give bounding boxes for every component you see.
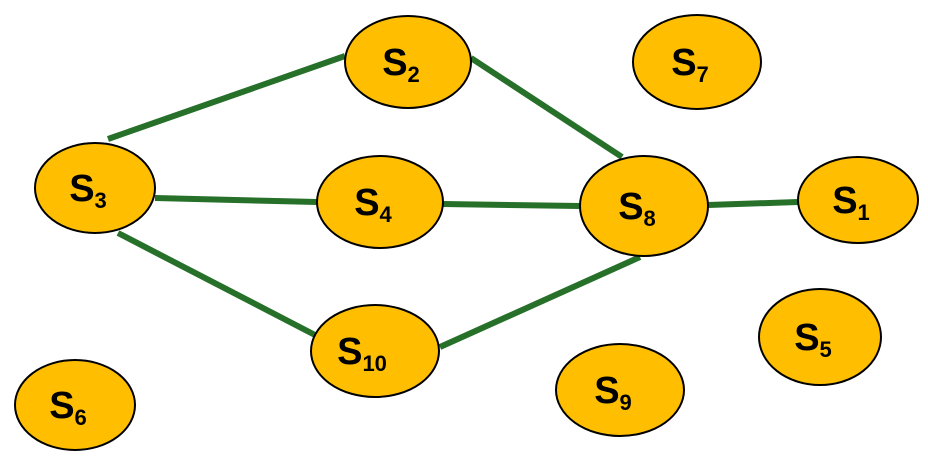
node-s2-label: S2	[382, 42, 420, 87]
node-s6-label: S6	[49, 385, 87, 430]
edge-s2-s8	[469, 55, 624, 160]
node-s8-shape	[579, 155, 709, 257]
node-s2-subscript: 2	[408, 62, 420, 87]
edge-s10-s8	[438, 254, 642, 350]
node-s3-letter: S	[69, 168, 94, 210]
node-s1-label: S1	[832, 180, 870, 225]
node-s6-shape	[14, 359, 136, 451]
node-s10: S10	[310, 304, 440, 398]
node-s3-subscript: 3	[95, 188, 107, 213]
node-s5-shape	[758, 288, 882, 386]
node-s5-letter: S	[794, 317, 819, 359]
edge-s3-s4	[154, 195, 318, 205]
node-s5-label: S5	[794, 317, 832, 362]
node-s1: S1	[797, 156, 919, 244]
node-s4: S4	[316, 155, 444, 249]
node-s2-letter: S	[382, 42, 407, 84]
node-s1-shape	[797, 156, 919, 244]
node-s9-letter: S	[594, 370, 619, 412]
node-s9: S9	[555, 343, 685, 437]
edge-s4-s8	[442, 201, 581, 209]
node-s7-shape	[632, 14, 762, 110]
node-s8: S8	[579, 155, 709, 257]
node-s8-letter: S	[618, 186, 643, 228]
node-s9-label: S9	[594, 370, 632, 415]
node-s10-shape	[310, 304, 440, 398]
node-s7-subscript: 7	[697, 62, 709, 87]
node-s10-subscript: 10	[362, 351, 386, 376]
node-s7-label: S7	[671, 42, 709, 87]
node-s4-subscript: 4	[380, 202, 393, 227]
node-s1-subscript: 1	[858, 200, 870, 225]
node-s1-letter: S	[832, 180, 857, 222]
node-s4-label: S4	[354, 182, 392, 227]
node-s6: S6	[14, 359, 136, 451]
node-s5-subscript: 5	[820, 337, 832, 362]
node-s6-letter: S	[49, 385, 74, 427]
edge-s3-s2	[107, 53, 346, 142]
node-s5: S5	[758, 288, 882, 386]
edge-s3-s10	[116, 230, 317, 338]
node-s7: S7	[632, 14, 762, 110]
node-s10-letter: S	[337, 331, 362, 373]
node-s2: S2	[344, 15, 472, 109]
node-s2-shape	[344, 15, 472, 109]
node-s7-letter: S	[671, 42, 696, 84]
node-s9-shape	[555, 343, 685, 437]
edge-s8-s1	[707, 199, 799, 208]
node-s3-shape	[34, 142, 156, 234]
node-s8-label: S8	[618, 186, 656, 231]
node-s6-subscript: 6	[75, 405, 87, 430]
node-s10-label: S10	[337, 331, 387, 376]
node-s9-subscript: 9	[620, 390, 632, 415]
node-s3-label: S3	[69, 168, 107, 213]
node-s8-subscript: 8	[644, 206, 656, 231]
node-s4-letter: S	[354, 182, 379, 224]
edges-layer	[107, 53, 799, 350]
node-s4-shape	[316, 155, 444, 249]
node-s3: S3	[34, 142, 156, 234]
